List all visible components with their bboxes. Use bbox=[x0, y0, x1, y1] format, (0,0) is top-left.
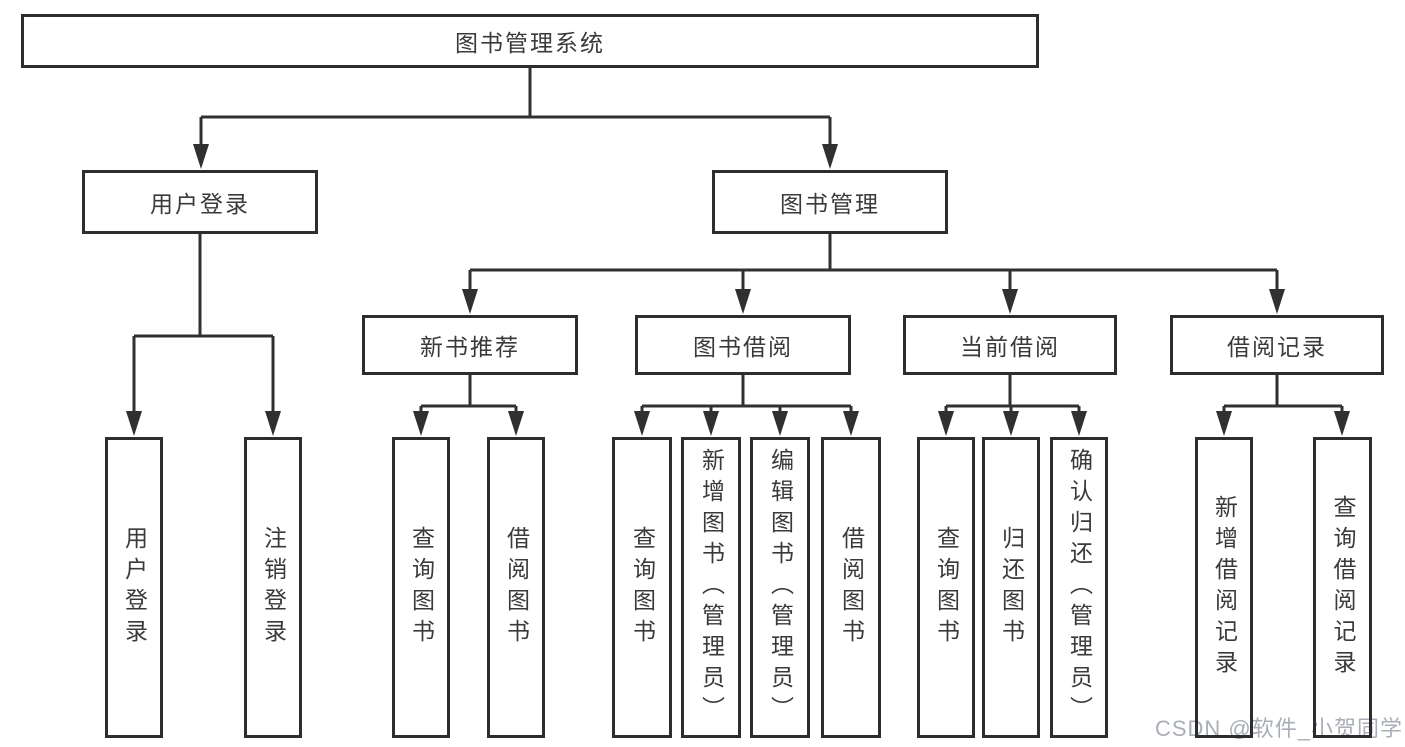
node-label: 用户登录 bbox=[150, 191, 250, 217]
node-label: 图书管理 bbox=[780, 191, 880, 217]
leaf-edit-book-admin: 编辑图书（管理员） bbox=[750, 437, 810, 738]
node-current-borrowing: 当前借阅 bbox=[903, 315, 1117, 375]
node-label: 借阅记录 bbox=[1227, 334, 1327, 360]
csdn-watermark: CSDN @软件_小贺同学 bbox=[1154, 716, 1403, 741]
node-label: 确认归还（管理员） bbox=[1066, 448, 1093, 727]
node-book-management: 图书管理 bbox=[712, 170, 948, 234]
node-label: 图书管理系统 bbox=[455, 30, 605, 56]
node-label: 新增借阅记录 bbox=[1211, 494, 1238, 681]
leaf-add-book-admin: 新增图书（管理员） bbox=[681, 437, 741, 738]
node-label: 归还图书 bbox=[998, 525, 1025, 650]
leaf-user-login: 用户登录 bbox=[105, 437, 163, 738]
leaf-query-books-recommend: 查询图书 bbox=[392, 437, 450, 738]
node-new-book-recommendation: 新书推荐 bbox=[362, 315, 578, 375]
leaf-query-books-current: 查询图书 bbox=[917, 437, 975, 738]
node-label: 当前借阅 bbox=[960, 334, 1060, 360]
leaf-borrow-books: 借阅图书 bbox=[821, 437, 881, 738]
node-label: 查询借阅记录 bbox=[1330, 494, 1356, 681]
node-label: 新增图书（管理员） bbox=[698, 448, 725, 727]
node-label: 查询图书 bbox=[408, 525, 435, 650]
node-label: 编辑图书（管理员） bbox=[767, 448, 794, 727]
leaf-add-borrow-record: 新增借阅记录 bbox=[1195, 437, 1253, 738]
leaf-borrow-books-recommend: 借阅图书 bbox=[487, 437, 545, 738]
node-user-login: 用户登录 bbox=[82, 170, 318, 234]
node-label: 查询图书 bbox=[933, 525, 960, 650]
leaf-confirm-return-admin: 确认归还（管理员） bbox=[1050, 437, 1108, 738]
node-book-borrowing: 图书借阅 bbox=[635, 315, 851, 375]
node-label: 注销登录 bbox=[260, 525, 287, 650]
leaf-query-borrow-record: 查询借阅记录 bbox=[1313, 437, 1372, 738]
node-label: 用户登录 bbox=[121, 525, 148, 650]
node-borrowing-records: 借阅记录 bbox=[1170, 315, 1384, 375]
leaf-return-books: 归还图书 bbox=[982, 437, 1040, 738]
leaf-logout: 注销登录 bbox=[244, 437, 302, 738]
node-label: 借阅图书 bbox=[838, 525, 865, 650]
node-label: 新书推荐 bbox=[420, 334, 520, 360]
node-label: 图书借阅 bbox=[693, 334, 793, 360]
node-library-management-system: 图书管理系统 bbox=[21, 14, 1039, 68]
node-label: 借阅图书 bbox=[503, 525, 530, 650]
node-label: 查询图书 bbox=[629, 525, 656, 650]
leaf-query-books-borrow: 查询图书 bbox=[612, 437, 672, 738]
